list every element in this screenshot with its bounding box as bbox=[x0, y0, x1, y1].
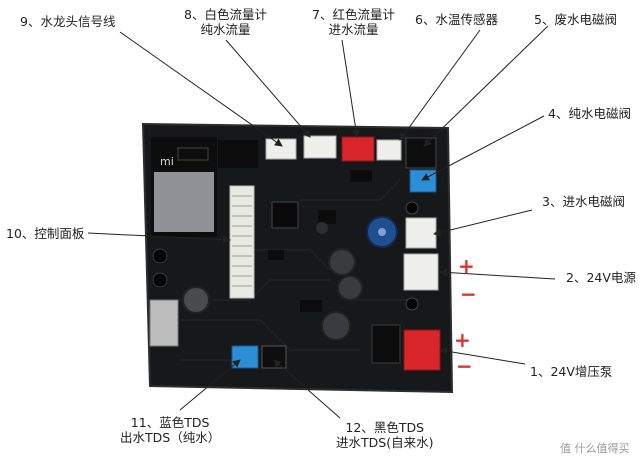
white-flowmeter-connector bbox=[303, 135, 337, 159]
faucet-signal-connector bbox=[265, 138, 297, 160]
label-blue-tds-line2: 出水TDS（纯水） bbox=[120, 430, 221, 445]
board-logo: mi bbox=[160, 155, 174, 168]
capacitor bbox=[328, 248, 356, 276]
power-plus-sign: + bbox=[458, 254, 475, 278]
pump-minus-sign: − bbox=[456, 354, 473, 378]
label-blue-tds: 11、蓝色TDS 出水TDS（纯水） bbox=[120, 415, 220, 445]
black-tds-connector bbox=[261, 345, 287, 369]
capacitor bbox=[182, 286, 210, 314]
label-white-flowmeter: 8、白色流量计 纯水流量 bbox=[184, 7, 267, 37]
label-booster-pump: 1、24V增压泵 bbox=[530, 364, 613, 379]
label-black-tds: 12、黑色TDS 进水TDS(自来水) bbox=[336, 420, 433, 450]
control-panel-connector bbox=[229, 185, 255, 299]
label-sticker bbox=[149, 299, 179, 347]
label-control-panel: 10、控制面板 bbox=[6, 226, 85, 241]
pure-valve-connector bbox=[409, 169, 437, 193]
chip bbox=[218, 140, 258, 168]
label-black-tds-line2: 进水TDS(自来水) bbox=[336, 435, 434, 450]
inlet-valve-connector bbox=[405, 217, 437, 249]
power-24v-connector bbox=[403, 253, 439, 291]
label-waste-valve: 5、废水电磁阀 bbox=[534, 12, 617, 27]
label-faucet-signal: 9、水龙头信号线 bbox=[20, 14, 116, 29]
label-water-temp: 6、水温传感器 bbox=[415, 12, 498, 27]
pump-plus-sign: + bbox=[454, 328, 471, 352]
label-white-flowmeter-line1: 8、白色流量计 bbox=[184, 7, 267, 22]
label-red-flowmeter-line2: 进水流量 bbox=[328, 22, 379, 37]
blue-tds-connector bbox=[231, 345, 259, 369]
label-blue-tds-line1: 11、蓝色TDS bbox=[130, 415, 210, 430]
booster-pump-connector bbox=[403, 329, 441, 371]
label-inlet-valve: 3、进水电磁阀 bbox=[542, 194, 625, 209]
watermark: 值 什么值得买 bbox=[560, 442, 630, 455]
mcu-chip bbox=[271, 201, 299, 229]
label-pure-valve: 4、纯水电磁阀 bbox=[548, 106, 631, 121]
label-power-24v: 2、24V电源 bbox=[566, 270, 636, 285]
waste-valve-connector bbox=[405, 137, 437, 169]
red-flowmeter-connector bbox=[341, 136, 375, 162]
power-minus-sign: − bbox=[460, 282, 477, 306]
label-red-flowmeter: 7、红色流量计 进水流量 bbox=[312, 7, 395, 37]
water-temp-connector bbox=[376, 139, 402, 161]
capacitor bbox=[321, 311, 351, 341]
label-black-tds-line1: 12、黑色TDS bbox=[345, 420, 425, 435]
capacitor bbox=[337, 275, 363, 301]
label-white-flowmeter-line2: 纯水流量 bbox=[200, 22, 251, 37]
label-red-flowmeter-line1: 7、红色流量计 bbox=[312, 7, 395, 22]
wifi-module-shield bbox=[154, 172, 214, 232]
